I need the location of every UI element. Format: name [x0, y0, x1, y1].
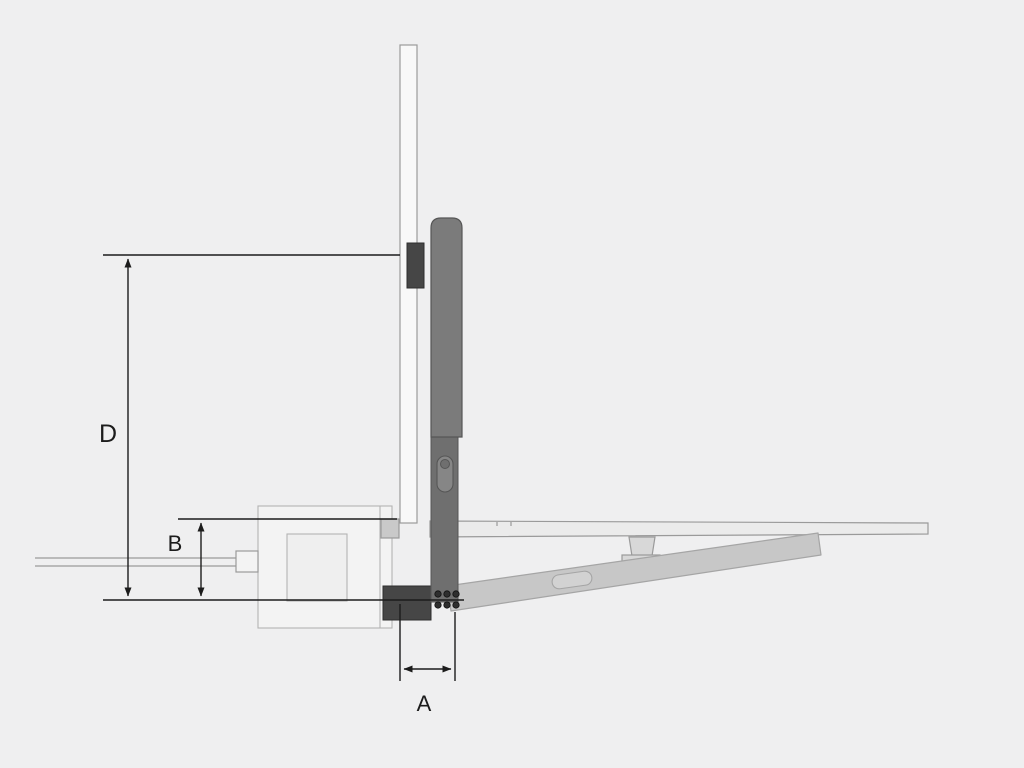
hinge-bolts [434, 590, 460, 609]
fork-tine-mount-block [235, 550, 259, 573]
hinge-block [382, 585, 432, 621]
lift-arm-upper [430, 217, 463, 438]
wall-mount-bracket [406, 242, 425, 289]
carriage-wall-connector [380, 518, 400, 539]
dimension-d-label: D [99, 420, 117, 448]
table-top [429, 520, 929, 538]
ghost-handle-slot [551, 570, 593, 590]
dimension-b-label: B [168, 531, 183, 556]
dimension-a-label: A [417, 691, 432, 716]
arm-handle-slot [436, 455, 454, 493]
table-leg [628, 536, 656, 557]
carriage-inner-panel [286, 533, 348, 602]
